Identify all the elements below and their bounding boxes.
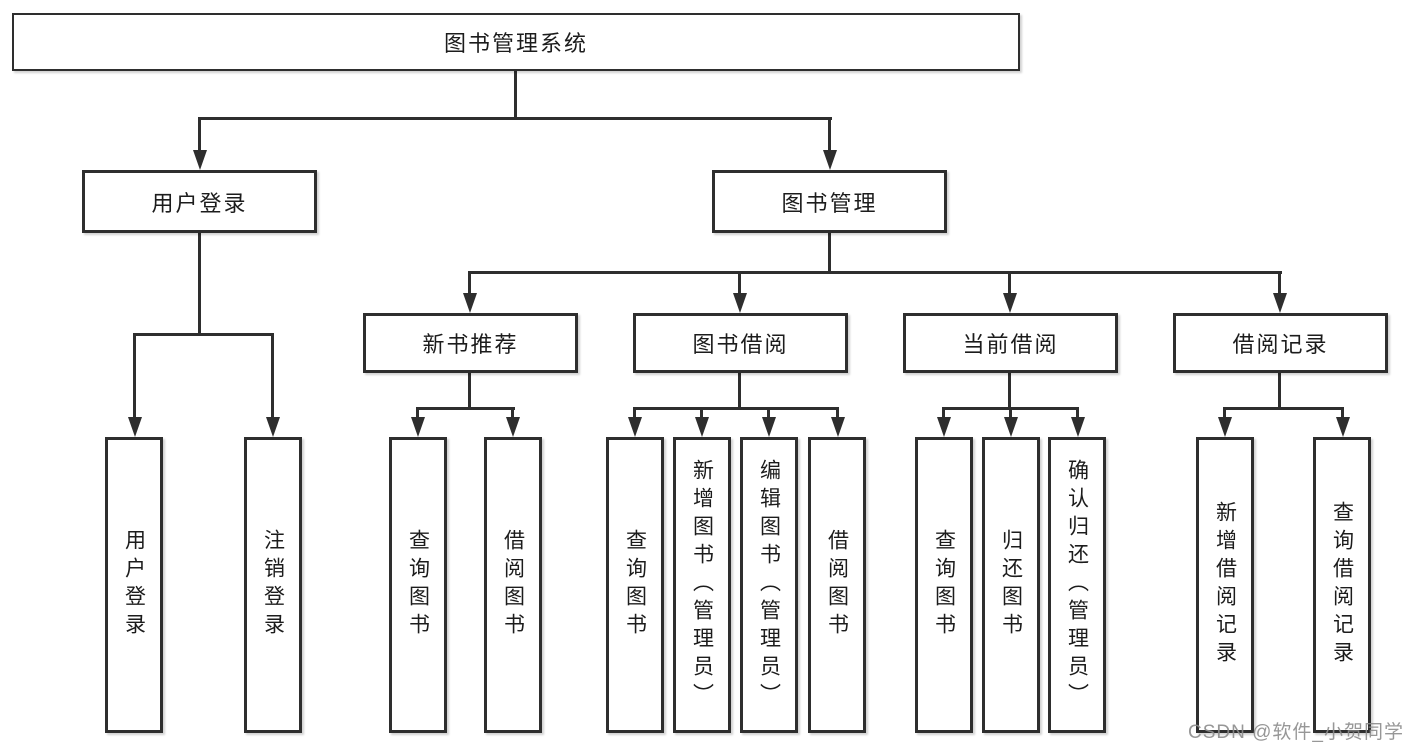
- leaf-bw-add-books-admin: 新增图书（管理员）: [673, 437, 731, 733]
- arrow-bw-leaf4: [831, 417, 845, 437]
- edge-nb-leaf2-shaft: [511, 407, 514, 421]
- arrow-rc-leaf1: [1218, 417, 1232, 437]
- node-root: 图书管理系统: [12, 13, 1020, 71]
- node-book-management: 图书管理: [712, 170, 947, 233]
- edge-borrow-stem: [738, 371, 741, 410]
- arrow-to-records: [1273, 293, 1287, 313]
- leaf-cu-query-books: 查询图书: [915, 437, 973, 733]
- edge-records-hbar: [1223, 407, 1344, 410]
- node-new-book-recommend: 新书推荐: [363, 313, 578, 373]
- leaf-bw-borrow-books: 借阅图书: [808, 437, 866, 733]
- leaf-bw-edit-books-admin: 编辑图书（管理员）: [740, 437, 798, 733]
- edge-to-book-mgmt-shaft: [828, 117, 831, 154]
- node-book-management-label: 图书管理: [781, 190, 878, 216]
- edge-rc-leaf1-shaft: [1223, 407, 1226, 421]
- edge-records-stem: [1278, 371, 1281, 410]
- leaf-rc-add-record: 新增借阅记录: [1196, 437, 1254, 733]
- csdn-watermark: CSDN @软件_小贺同学: [1188, 722, 1404, 743]
- leaf-nb-borrow-books-label: 借阅图书: [501, 529, 525, 641]
- edge-user-login-stem: [198, 231, 201, 336]
- edge-root-stem: [514, 70, 517, 118]
- leaf-cu-return-books-label: 归还图书: [999, 529, 1023, 641]
- node-book-borrow-label: 图书借阅: [692, 332, 789, 357]
- node-borrow-records: 借阅记录: [1173, 313, 1388, 373]
- arrow-to-user-login: [193, 150, 207, 170]
- edge-to-records-shaft: [1278, 271, 1281, 297]
- leaf-rc-add-record-label: 新增借阅记录: [1213, 501, 1237, 669]
- edge-cu-leaf3-shaft: [1076, 407, 1079, 421]
- leaf-logout-label: 注销登录: [261, 529, 285, 641]
- edge-to-leaf-login-shaft: [133, 333, 136, 421]
- node-new-book-recommend-label: 新书推荐: [422, 332, 519, 357]
- edge-root-hbar: [198, 117, 832, 120]
- leaf-logout: 注销登录: [244, 437, 302, 733]
- leaf-cu-confirm-return-admin-label: 确认归还（管理员）: [1065, 459, 1089, 711]
- edge-new-book-stem: [468, 371, 471, 410]
- arrow-to-book-mgmt: [823, 150, 837, 170]
- leaf-bw-borrow-books-label: 借阅图书: [825, 529, 849, 641]
- edge-bw-leaf3-shaft: [767, 407, 770, 421]
- edge-to-user-login-shaft: [198, 117, 201, 154]
- arrow-rc-leaf2: [1336, 417, 1350, 437]
- leaf-nb-query-books-label: 查询图书: [406, 529, 430, 641]
- arrow-to-borrow: [733, 293, 747, 313]
- edge-user-login-hbar: [133, 333, 274, 336]
- leaf-bw-query-books: 查询图书: [606, 437, 664, 733]
- edge-rc-leaf2-shaft: [1341, 407, 1344, 421]
- arrow-bw-leaf3: [762, 417, 776, 437]
- node-book-borrow: 图书借阅: [633, 313, 848, 373]
- arrow-to-current: [1003, 293, 1017, 313]
- edge-new-book-hbar: [416, 407, 515, 410]
- leaf-user-login-label: 用户登录: [122, 529, 146, 641]
- edge-cu-leaf1-shaft: [942, 407, 945, 421]
- arrow-nb-leaf1: [411, 417, 425, 437]
- leaf-cu-confirm-return-admin: 确认归还（管理员）: [1048, 437, 1106, 733]
- arrow-bw-leaf1: [628, 417, 642, 437]
- node-user-login: 用户登录: [82, 170, 317, 233]
- arrow-cu-leaf3: [1071, 417, 1085, 437]
- leaf-rc-query-record-label: 查询借阅记录: [1330, 501, 1354, 669]
- edge-bw-leaf4-shaft: [836, 407, 839, 421]
- node-user-login-label: 用户登录: [151, 190, 248, 216]
- leaf-cu-return-books: 归还图书: [982, 437, 1040, 733]
- edge-book-mgmt-hbar: [468, 271, 1282, 274]
- edge-to-borrow-shaft: [738, 271, 741, 297]
- node-current-borrow: 当前借阅: [903, 313, 1118, 373]
- edge-to-new-book-shaft: [468, 271, 471, 297]
- edge-to-current-shaft: [1008, 271, 1011, 297]
- node-current-borrow-label: 当前借阅: [962, 332, 1059, 357]
- edge-bw-leaf2-shaft: [700, 407, 703, 421]
- edge-to-leaf-logout-shaft: [271, 333, 274, 421]
- edge-cu-leaf2-shaft: [1009, 407, 1012, 421]
- arrow-cu-leaf1: [937, 417, 951, 437]
- edge-book-mgmt-stem: [828, 231, 831, 274]
- edge-nb-leaf1-shaft: [416, 407, 419, 421]
- arrow-to-new-book: [463, 293, 477, 313]
- edge-current-stem: [1008, 371, 1011, 410]
- leaf-rc-query-record: 查询借阅记录: [1313, 437, 1371, 733]
- arrow-cu-leaf2: [1004, 417, 1018, 437]
- edge-bw-leaf1-shaft: [633, 407, 636, 421]
- arrow-to-leaf-logout: [266, 417, 280, 437]
- arrow-nb-leaf2: [506, 417, 520, 437]
- edge-borrow-hbar: [633, 407, 839, 410]
- leaf-bw-add-books-admin-label: 新增图书（管理员）: [690, 459, 714, 711]
- leaf-cu-query-books-label: 查询图书: [932, 529, 956, 641]
- leaf-bw-edit-books-admin-label: 编辑图书（管理员）: [757, 459, 781, 711]
- arrow-to-leaf-login: [128, 417, 142, 437]
- leaf-nb-query-books: 查询图书: [389, 437, 447, 733]
- arrow-bw-leaf2: [695, 417, 709, 437]
- node-borrow-records-label: 借阅记录: [1232, 332, 1329, 357]
- leaf-user-login: 用户登录: [105, 437, 163, 733]
- leaf-nb-borrow-books: 借阅图书: [484, 437, 542, 733]
- node-root-label: 图书管理系统: [443, 31, 588, 56]
- leaf-bw-query-books-label: 查询图书: [623, 529, 647, 641]
